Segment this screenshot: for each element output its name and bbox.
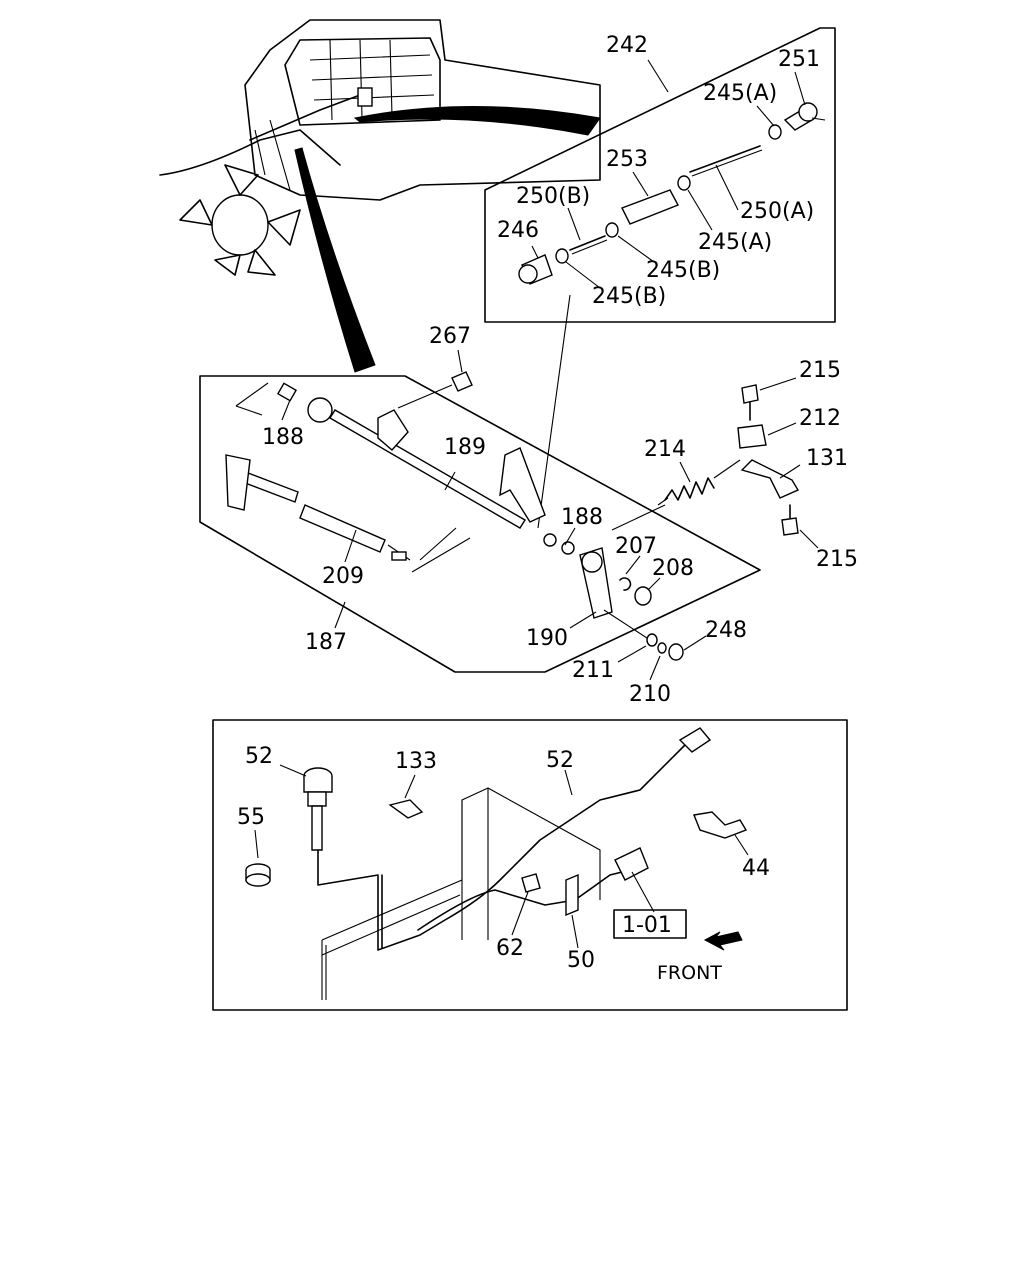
callout-250a: 250(A)	[740, 199, 814, 224]
assembly-box-187	[199, 375, 761, 673]
fan-icon	[179, 164, 301, 276]
engine-illustration	[159, 19, 601, 373]
detail-box-242	[484, 27, 836, 529]
front-arrow-icon	[703, 931, 743, 951]
callout-242: 242	[606, 33, 648, 58]
callout-209: 209	[322, 564, 364, 589]
callout-190: 190	[526, 626, 568, 651]
callout-245b-1: 245(B)	[646, 258, 720, 283]
callout-52-knob: 52	[245, 744, 273, 769]
callout-188-left: 188	[262, 425, 304, 450]
fasteners-211-210-248	[617, 633, 707, 681]
callout-253: 253	[606, 147, 648, 172]
callout-211: 211	[572, 658, 614, 683]
callout-251: 251	[778, 47, 820, 72]
bolt-267	[397, 349, 473, 409]
callout-labels: 242 251 245(A) 253 250(B) 250(A) 246 245…	[237, 33, 858, 984]
callout-250b: 250(B)	[516, 184, 590, 209]
spring-bracket-group	[611, 377, 819, 549]
callout-246: 246	[497, 218, 539, 243]
callout-62: 62	[496, 936, 524, 961]
callout-133: 133	[395, 749, 437, 774]
grommet-55	[245, 829, 271, 887]
pull-knob-52	[279, 764, 333, 851]
callout-52-cable: 52	[546, 748, 574, 773]
callout-131: 131	[806, 446, 848, 471]
callout-50: 50	[567, 948, 595, 973]
detail-box-cable	[212, 719, 848, 1011]
callout-245a-top: 245(A)	[703, 81, 777, 106]
reference-label: 1-01	[622, 913, 672, 938]
callout-215-bot: 215	[816, 547, 858, 572]
callout-267: 267	[429, 324, 471, 349]
callout-188-right: 188	[561, 505, 603, 530]
callout-212: 212	[799, 406, 841, 431]
callout-44: 44	[742, 856, 770, 881]
callout-207: 207	[615, 534, 657, 559]
callout-210: 210	[629, 682, 671, 707]
callout-248: 248	[705, 618, 747, 643]
callout-55: 55	[237, 805, 265, 830]
callout-187: 187	[305, 630, 347, 655]
callout-215-top: 215	[799, 358, 841, 383]
callout-208: 208	[652, 556, 694, 581]
callout-245a-mid: 245(A)	[698, 230, 772, 255]
callout-245b-2: 245(B)	[592, 284, 666, 309]
callout-189: 189	[444, 435, 486, 460]
reference-box	[613, 909, 687, 939]
callout-214: 214	[644, 437, 686, 462]
front-label: FRONT	[657, 962, 722, 984]
